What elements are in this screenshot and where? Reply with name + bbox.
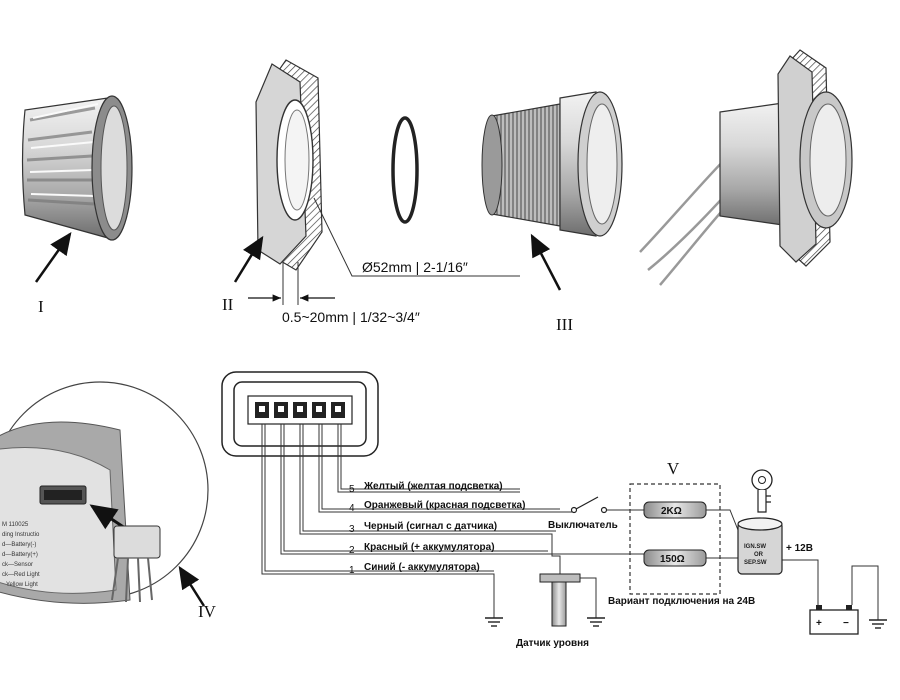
switch-label: Выключатель [548,520,618,531]
sensor-label: Датчик уровня [516,638,589,649]
battery: + − [809,605,859,635]
wire-harness [261,424,879,620]
wire-1-label: Синий (- аккумулятора) [364,562,480,573]
wire-3-label: Черный (сигнал с датчика) [364,521,497,532]
part-i-nut: I [21,95,133,316]
svg-text:d—Battery(-): d—Battery(-) [2,542,36,548]
resistor-150 [643,549,707,567]
svg-text:ding Instructio: ding Instructio [2,532,40,538]
svg-text:Yellow Light: Yellow Light [6,582,38,588]
part-iii-gauge-body: III [481,91,623,334]
wire-4-number: 4 [349,503,355,514]
part-v-label: V [667,459,680,478]
ground-icon [485,617,503,627]
wire-3-number: 3 [349,524,355,535]
part-i-arrow [34,231,72,283]
connector [221,371,379,457]
variant-24v-box: V 2KΩ 150Ω Вариант подключения на 24В [608,459,755,607]
svg-text:d—Battery(+): d—Battery(+) [2,552,38,558]
diameter-dimension: Ø52mm | 2-1/16″ [362,259,468,275]
plus-12v-label: + 12В [786,543,813,554]
part-iv-arrow [178,565,206,607]
part-i-label: I [38,297,44,316]
svg-text:SEP.SW: SEP.SW [744,560,767,566]
svg-text:IGN.SW: IGN.SW [744,544,766,550]
light-switch: Выключатель [548,496,618,531]
resistor-2k [643,501,707,519]
wire-2-label: Красный (+ аккумулятора) [364,542,495,553]
wire-4 [318,424,574,513]
svg-text:M 110025: M 110025 [2,522,29,528]
part-iv-inset: M 110025 ding Instructio d—Battery(-) d—… [0,381,217,621]
part-ii-arrow [233,235,264,283]
ground-symbols [485,617,887,629]
wire-labels: 5 Желтый (желтая подсветка) 4 Оранжевый … [349,481,525,576]
wire-2 [280,424,644,555]
part-iii-arrow [530,233,562,291]
o-ring [391,116,419,224]
battery-minus: − [843,618,849,629]
inset-plug [113,525,161,559]
ground-icon [587,617,605,627]
part-ii-label: II [222,295,234,314]
svg-text:ck—Sensor: ck—Sensor [2,562,33,568]
part-iv-label: IV [198,602,217,621]
svg-text:ck—Red Light: ck—Red Light [2,572,40,578]
wire-3 [299,424,561,574]
wire-5 [337,424,520,493]
part-ii-bracket: II 0.5~20mm | 1/32~3/4″ Ø52mm | 2-1/16″ [222,59,520,325]
resistor-150-label: 150Ω [660,554,685,565]
resistor-2k-label: 2KΩ [661,506,682,517]
svg-text:OR: OR [754,552,764,558]
assembled-view [639,49,853,286]
ground-icon [869,619,887,629]
wire-1-number: 1 [349,565,355,576]
wire-4-label: Оранжевый (красная подсветка) [364,500,525,511]
variant-24v-label: Вариант подключения на 24В [608,596,755,607]
wire-1 [261,424,495,618]
wire-5-number: 5 [349,484,355,495]
thickness-dimension: 0.5~20mm | 1/32~3/4″ [282,309,420,325]
part-iii-label: III [556,315,573,334]
level-sensor: Датчик уровня [516,573,589,649]
ignition-switch: IGN.SW OR SEP.SW + 12В [737,469,813,575]
wire-5-label: Желтый (желтая подсветка) [363,481,503,492]
wire-2-number: 2 [349,545,355,556]
battery-plus: + [816,618,822,629]
